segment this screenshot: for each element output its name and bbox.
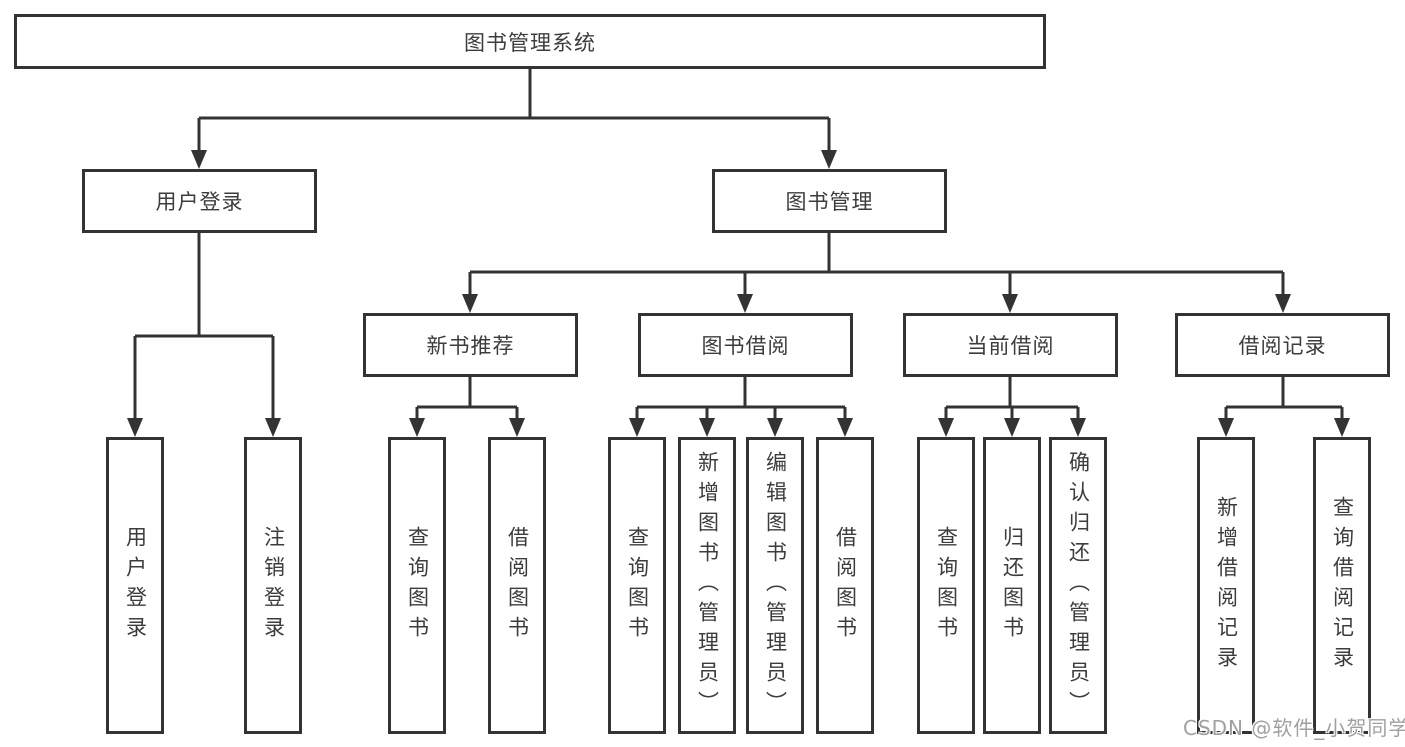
node-user-login-module: 用户登录 xyxy=(82,169,317,233)
leaf-recommend-borrow-books: 借阅图书 xyxy=(488,437,546,734)
leaf-records-query-record: 查询借阅记录 xyxy=(1313,437,1371,734)
leaf-borrow-edit-books-admin: 编辑图书（管理员） xyxy=(746,437,804,734)
node-label: 确认归还（管理员） xyxy=(1066,450,1091,721)
leaf-logout: 注销登录 xyxy=(244,437,302,734)
node-label: 新增借阅记录 xyxy=(1214,495,1239,676)
node-label: 编辑图书（管理员） xyxy=(763,450,788,721)
leaf-current-return-books: 归还图书 xyxy=(983,437,1041,734)
node-root-library-system: 图书管理系统 xyxy=(14,14,1046,69)
node-label: 查询图书 xyxy=(934,525,959,646)
node-label: 新书推荐 xyxy=(426,334,515,358)
node-label: 注销登录 xyxy=(261,525,286,646)
node-label: 图书借阅 xyxy=(701,334,790,358)
node-label: 借阅记录 xyxy=(1238,334,1327,358)
node-label: 新增图书（管理员） xyxy=(695,450,720,721)
node-current-borrow: 当前借阅 xyxy=(903,313,1118,377)
node-new-book-recommend: 新书推荐 xyxy=(363,313,578,377)
node-label: 查询借阅记录 xyxy=(1330,495,1355,676)
leaf-user-login: 用户登录 xyxy=(106,437,164,734)
node-label: 当前借阅 xyxy=(966,334,1055,358)
leaf-current-confirm-return-admin: 确认归还（管理员） xyxy=(1049,437,1107,734)
leaf-borrow-borrow-books: 借阅图书 xyxy=(816,437,874,734)
leaf-borrow-query-books: 查询图书 xyxy=(608,437,666,734)
leaf-borrow-add-books-admin: 新增图书（管理员） xyxy=(678,437,736,734)
csdn-watermark: CSDN @软件_小贺同学 xyxy=(1183,716,1405,740)
node-label: 借阅图书 xyxy=(505,525,530,646)
node-label: 查询图书 xyxy=(625,525,650,646)
leaf-records-add-record: 新增借阅记录 xyxy=(1197,437,1255,734)
leaf-current-query-books: 查询图书 xyxy=(917,437,975,734)
node-borrow-records: 借阅记录 xyxy=(1175,313,1390,377)
leaf-recommend-query-books: 查询图书 xyxy=(388,437,446,734)
node-label: 归还图书 xyxy=(1000,525,1025,646)
node-label: 借阅图书 xyxy=(833,525,858,646)
node-label: 用户登录 xyxy=(155,190,244,214)
node-book-management: 图书管理 xyxy=(712,169,947,233)
node-label: 用户登录 xyxy=(123,525,148,646)
node-label: 查询图书 xyxy=(405,525,430,646)
node-label: 图书管理系统 xyxy=(464,30,596,55)
node-label: 图书管理 xyxy=(785,190,874,214)
arrowheads xyxy=(127,150,1350,437)
node-book-borrow: 图书借阅 xyxy=(638,313,853,377)
